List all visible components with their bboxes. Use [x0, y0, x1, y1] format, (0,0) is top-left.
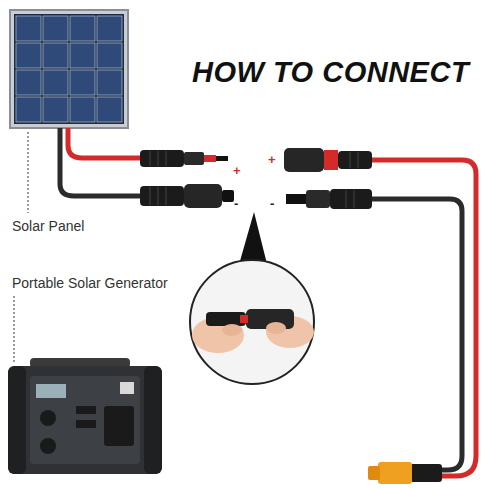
- red-wire: [68, 128, 142, 158]
- mc4-connector: [140, 150, 228, 167]
- mc4-connector: [286, 189, 372, 209]
- leader-line: [13, 296, 14, 364]
- part-label: Solar Panel: [12, 218, 84, 234]
- inset-photo: [190, 260, 314, 384]
- black-wire: [372, 199, 462, 470]
- polarity-sign: +: [233, 163, 241, 178]
- polarity-sign: -: [234, 196, 238, 211]
- polarity-sign: +: [268, 152, 276, 167]
- red-wire: [372, 160, 476, 476]
- mc4-connector: [140, 184, 234, 208]
- mc4-connector: [284, 148, 372, 172]
- title: HOW TO CONNECT: [192, 56, 469, 89]
- solar-panel: [10, 10, 128, 128]
- solar-generator: [8, 358, 162, 474]
- black-wire: [60, 128, 142, 196]
- part-label: Portable Solar Generator: [12, 275, 168, 291]
- xt60-connector: [368, 462, 442, 484]
- polarity-sign: -: [270, 196, 274, 211]
- leader-line: [27, 132, 28, 213]
